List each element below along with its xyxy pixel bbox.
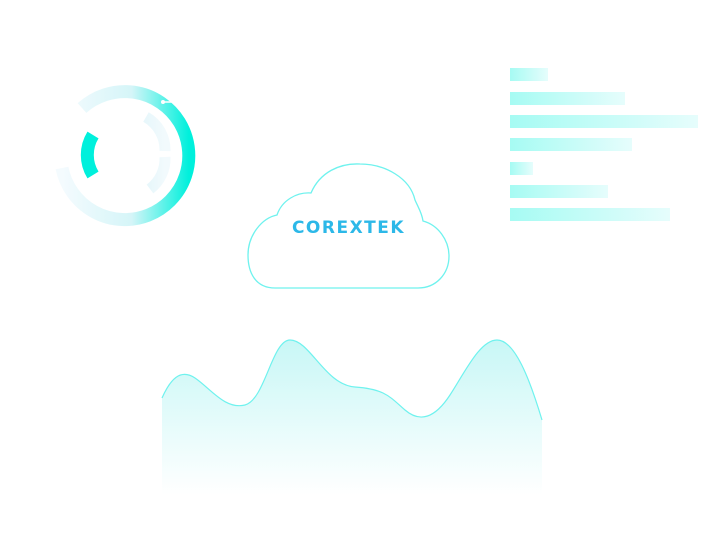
ring-inner-arc-bottom bbox=[146, 156, 171, 194]
ring-marker-dot bbox=[161, 100, 165, 104]
bar-item bbox=[510, 92, 625, 105]
bar-item bbox=[510, 68, 548, 81]
ring-inner-accent-arc bbox=[80, 131, 99, 179]
area-chart bbox=[161, 339, 543, 495]
bar-item bbox=[510, 115, 698, 128]
cloud bbox=[247, 163, 450, 289]
bar-item bbox=[510, 185, 608, 198]
ring-outer-arc bbox=[55, 85, 196, 227]
area-line bbox=[161, 339, 543, 421]
area-fill bbox=[162, 340, 542, 495]
bar-item bbox=[510, 208, 670, 221]
bar-item bbox=[510, 162, 533, 175]
ring-inner-arc-top bbox=[142, 112, 171, 152]
bar-item bbox=[510, 138, 632, 151]
ring-gauge bbox=[55, 85, 196, 227]
cloud-outline bbox=[247, 163, 450, 289]
brand-name: COREXTEK bbox=[291, 218, 406, 238]
